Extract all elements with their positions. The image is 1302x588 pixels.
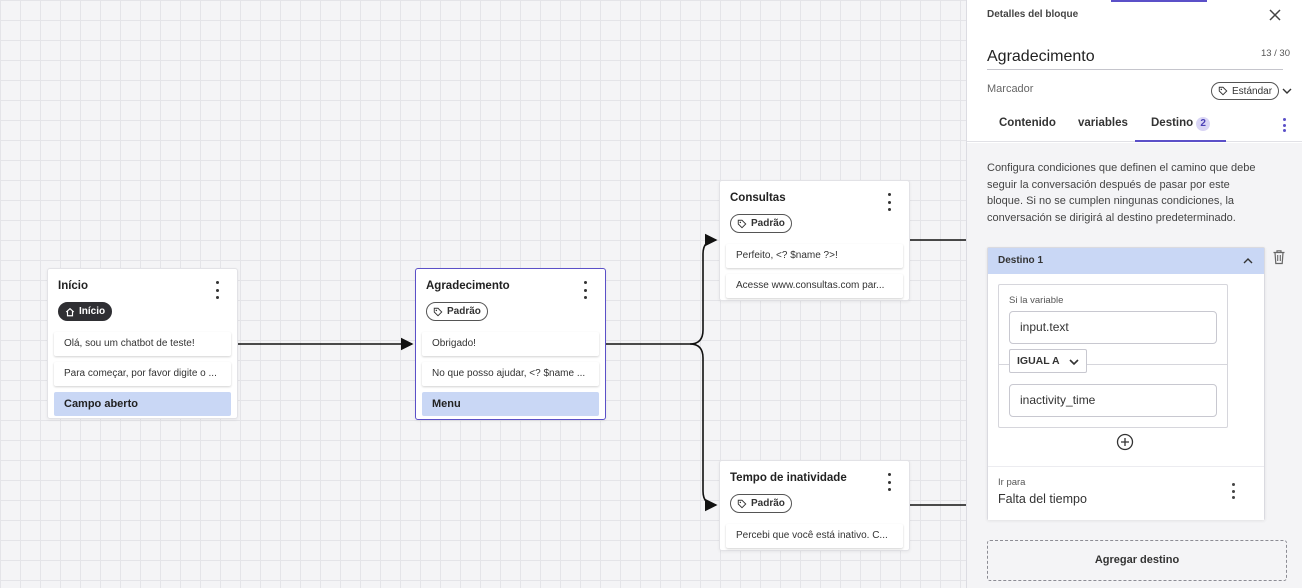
- tab-contenido[interactable]: Contenido: [999, 117, 1056, 129]
- trash-icon[interactable]: [1272, 249, 1286, 265]
- operator-select[interactable]: IGUAL A: [1009, 349, 1087, 373]
- message-item[interactable]: Obrigado!: [422, 331, 599, 356]
- tag-icon: [1218, 86, 1228, 96]
- message-item[interactable]: No que posso ajudar, <? $name ...: [422, 361, 599, 386]
- name-char-counter: 13 / 30: [1260, 48, 1290, 59]
- condition-divider: [999, 364, 1227, 365]
- node-menu-kebab-icon[interactable]: [579, 281, 591, 299]
- condition-box: Si la variable input.text IGUAL A inacti…: [998, 284, 1228, 428]
- input-field-item[interactable]: Campo aberto: [54, 391, 231, 416]
- block-details-panel: Detalles del bloque Agradecimento 13 / 3…: [966, 0, 1302, 588]
- tab-count-badge: 2: [1196, 117, 1211, 131]
- add-condition-plus-icon[interactable]: [1116, 433, 1134, 451]
- tag-icon: [737, 499, 747, 508]
- tag-label: Padrão: [447, 306, 481, 317]
- operator-value: IGUAL A: [1017, 355, 1060, 367]
- destination-card: Destino 1 Si la variable input.text IGUA…: [987, 247, 1265, 520]
- node-menu-kebab-icon[interactable]: [883, 473, 895, 491]
- tag-icon: [737, 219, 747, 228]
- marker-value: Estándar: [1232, 85, 1273, 97]
- panel-top-accent: [1111, 0, 1207, 2]
- node-title: Tempo de inatividade: [730, 472, 847, 484]
- goto-kebab-icon[interactable]: [1230, 483, 1236, 499]
- edge-agradecimento-consultas: [606, 233, 718, 345]
- destination-card-header[interactable]: Destino 1: [988, 248, 1264, 274]
- tag: Padrão: [730, 214, 792, 233]
- value-input[interactable]: inactivity_time: [1009, 384, 1217, 417]
- goto-destination[interactable]: Ir para Falta del tiempo: [988, 466, 1264, 520]
- condition-label: Si la variable: [1009, 295, 1064, 306]
- edge-agradecimento-inatividade: [689, 343, 718, 512]
- tag-label: Início: [79, 306, 106, 317]
- node-agradecimento[interactable]: Agradecimento Padrão Obrigado! No que po…: [415, 268, 606, 420]
- close-icon[interactable]: [1268, 8, 1282, 22]
- add-destination-button[interactable]: Agregar destino: [987, 540, 1287, 581]
- marker-label: Marcador: [987, 83, 1034, 95]
- flow-canvas[interactable]: Início Início Olá, sou um chatbot de tes…: [0, 0, 966, 588]
- tag: Padrão: [730, 494, 792, 513]
- node-title: Início: [58, 280, 89, 292]
- node-menu-kebab-icon[interactable]: [883, 193, 895, 211]
- chevron-down-icon[interactable]: [1281, 85, 1293, 97]
- marker-select[interactable]: Estándar: [1211, 82, 1280, 100]
- block-name-input[interactable]: Agradecimento: [987, 38, 1283, 70]
- tag: Padrão: [426, 302, 488, 321]
- node-title: Agradecimento: [426, 280, 510, 292]
- message-item[interactable]: Percebi que você está inativo. C...: [726, 523, 903, 548]
- node-tempo-de-inatividade[interactable]: Tempo de inatividade Padrão Percebi que …: [719, 460, 910, 551]
- tag-label: Padrão: [751, 498, 785, 509]
- node-inicio[interactable]: Início Início Olá, sou um chatbot de tes…: [47, 268, 238, 419]
- start-tag: Início: [58, 302, 113, 321]
- variable-input[interactable]: input.text: [1009, 311, 1217, 344]
- tabs-more-kebab-icon[interactable]: [1281, 118, 1287, 132]
- destination-description: Configura condiciones que definen el cam…: [987, 162, 1256, 224]
- node-title: Consultas: [730, 192, 786, 204]
- message-item[interactable]: Perfeito, <? $name ?>!: [726, 243, 903, 268]
- panel-header: Detalles del bloque: [987, 9, 1079, 20]
- node-menu-kebab-icon[interactable]: [211, 281, 223, 299]
- destination-title: Destino 1: [998, 255, 1044, 266]
- chevron-up-icon[interactable]: [1242, 255, 1254, 267]
- tab-variables[interactable]: variables: [1078, 117, 1128, 129]
- home-icon: [65, 307, 75, 316]
- message-item[interactable]: Para começar, por favor digite o ...: [54, 361, 231, 386]
- menu-field-item[interactable]: Menu: [422, 391, 599, 416]
- chevron-down-icon: [1069, 359, 1079, 366]
- tag-icon: [433, 307, 443, 316]
- message-item[interactable]: Olá, sou um chatbot de teste!: [54, 331, 231, 356]
- message-item[interactable]: Acesse www.consultas.com par...: [726, 273, 903, 298]
- node-consultas[interactable]: Consultas Padrão Perfeito, <? $name ?>! …: [719, 180, 910, 301]
- goto-label: Ir para: [998, 477, 1026, 488]
- destination-tab-content: Configura condiciones que definen el cam…: [967, 143, 1302, 588]
- tab-label: Destino: [1151, 117, 1194, 129]
- tag-label: Padrão: [751, 218, 785, 229]
- goto-value: Falta del tiempo: [998, 492, 1087, 506]
